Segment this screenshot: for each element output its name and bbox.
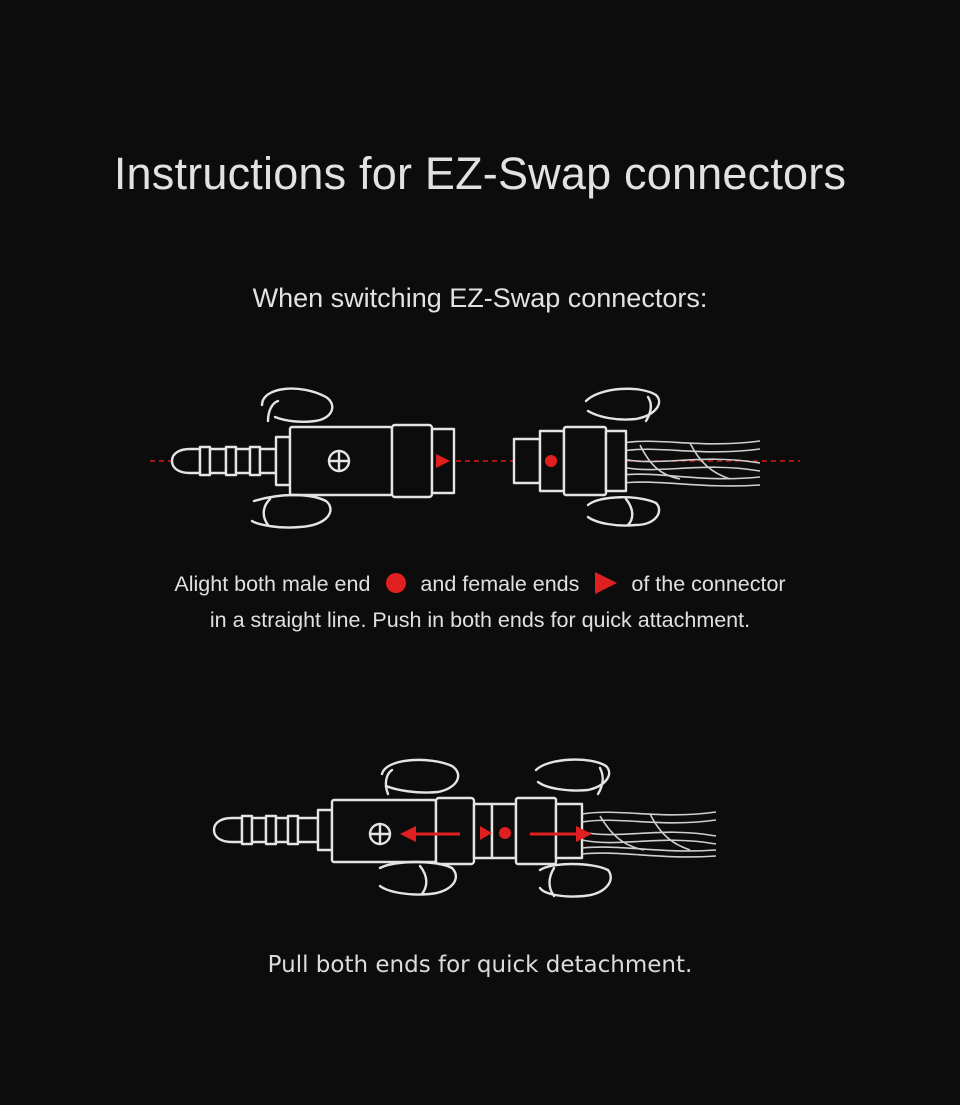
female-marker-icon-2: [480, 826, 492, 840]
instruction-line-1: Alight both male end and female ends of th…: [0, 572, 960, 597]
instruction-text-1: Alight both male end: [174, 572, 371, 596]
red-dot-icon: [386, 573, 407, 594]
detach-connector: [212, 758, 717, 898]
instruction-text-3: of the connector: [631, 572, 786, 596]
female-connector: [512, 387, 761, 527]
detach-instruction: Pull both ends for quick detachment.: [267, 952, 693, 978]
red-triangle-icon: [595, 572, 618, 595]
instruction-text-2: and female ends: [420, 572, 580, 596]
align-diagram: [150, 387, 800, 529]
pull-right-arrow-icon: [530, 826, 592, 842]
page-title: Instructions for EZ-Swap connectors: [113, 148, 847, 199]
section-subtitle: When switching EZ-Swap connectors:: [252, 283, 708, 313]
male-marker-icon-2: [499, 827, 511, 839]
female-marker-icon: [436, 454, 450, 468]
detach-diagram: [212, 758, 717, 898]
male-plug: [170, 387, 456, 529]
pull-left-arrow-icon: [400, 826, 460, 842]
instruction-line-2: in a straight line. Push in both ends fo…: [209, 608, 751, 632]
male-marker-icon: [545, 455, 557, 467]
